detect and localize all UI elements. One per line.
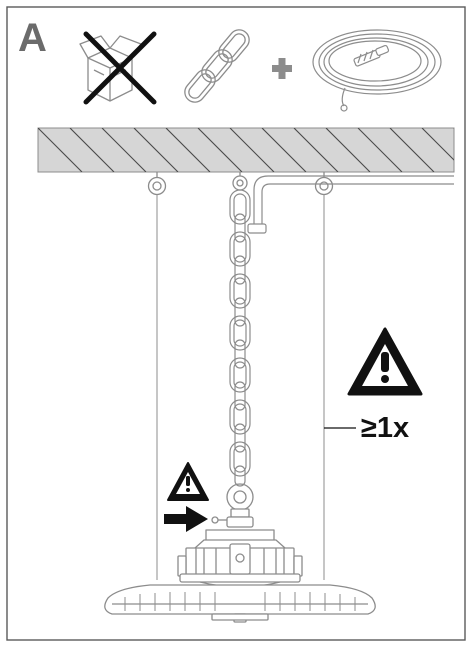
eye-bolt xyxy=(211,483,254,528)
high-bay-lamp-icon xyxy=(104,529,376,623)
eye-hook-icon xyxy=(232,172,248,191)
minimum-quantity-label: ≥1x xyxy=(361,412,410,444)
warning-triangle-icon xyxy=(167,462,209,501)
plus-icon xyxy=(272,58,292,79)
conduit-pipe xyxy=(253,175,454,232)
chain-link-icon xyxy=(229,189,251,487)
panel-border xyxy=(6,6,466,641)
safety-wire xyxy=(156,195,325,580)
chain-clip xyxy=(247,223,267,234)
arrow-right-icon xyxy=(164,506,208,532)
eye-hook-icon xyxy=(147,172,167,196)
step-label: A xyxy=(18,16,47,60)
eye-hook-icon xyxy=(314,172,334,196)
safety-cable-icon xyxy=(312,29,442,112)
anchor-icon xyxy=(353,44,390,67)
no-box-icon xyxy=(79,31,157,105)
cross-line xyxy=(83,31,157,105)
chain-icon xyxy=(184,29,250,103)
warning-triangle-icon xyxy=(347,327,423,396)
ceiling-icon xyxy=(37,127,455,173)
